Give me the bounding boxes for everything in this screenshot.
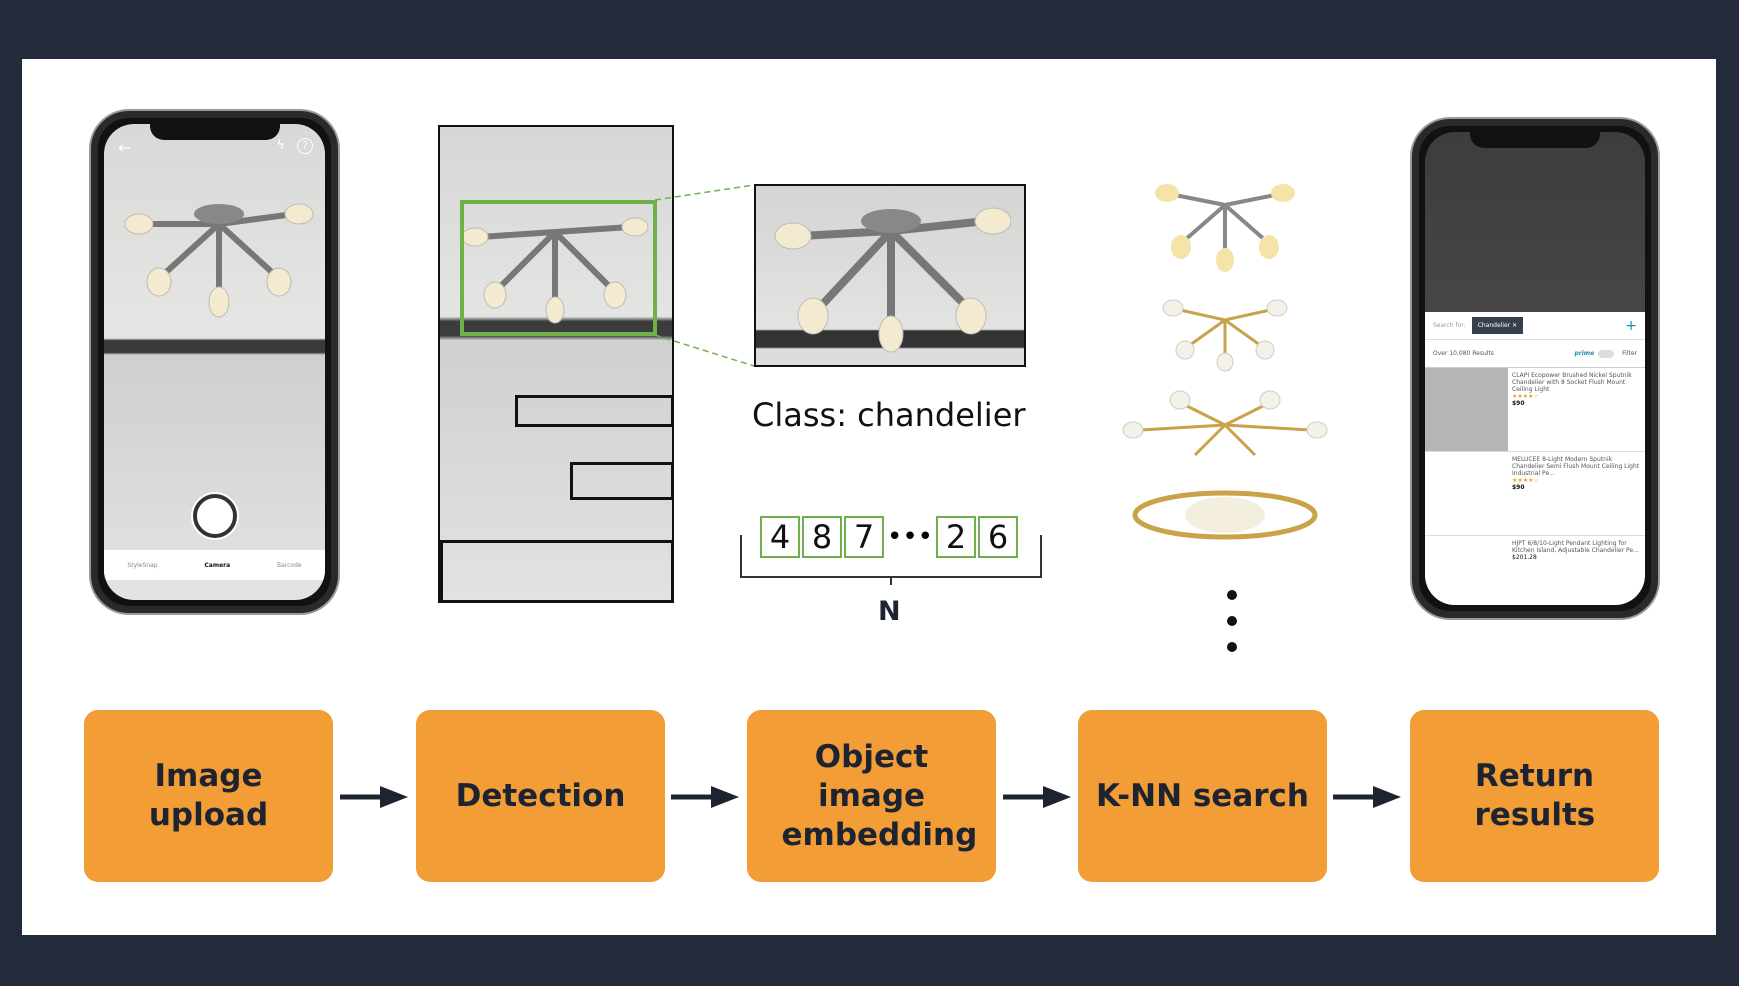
result-price: $90 <box>1512 400 1525 407</box>
embedding-digit: 2 <box>936 516 976 558</box>
result-title: HJPT 6/8/10-Light Pendant Lighting for K… <box>1512 540 1639 554</box>
result-title: MELUCEE 8-Light Modern Sputnik Chandelie… <box>1512 456 1640 477</box>
step-knn-search: K-NN search <box>1078 710 1327 882</box>
flash-icon: ϟ <box>276 138 285 153</box>
vector-length-label: N <box>878 596 901 627</box>
filter-button[interactable]: Filter <box>1622 350 1637 357</box>
step-image-upload: Image upload <box>84 710 333 882</box>
step-object-image-embedding: Object image embedding <box>747 710 996 882</box>
more-results-dots <box>1227 590 1238 652</box>
chandelier-image <box>124 203 314 318</box>
result-item[interactable]: CLAPI Ecopower Brushed Nickel Sputnik Ch… <box>1425 368 1645 452</box>
neighbor-chandelier <box>1162 299 1288 372</box>
embedding-digit: 6 <box>978 516 1018 558</box>
result-title: CLAPI Ecopower Brushed Nickel Sputnik Ch… <box>1512 372 1632 393</box>
back-arrow-icon: ← <box>118 138 132 157</box>
step-detection: Detection <box>416 710 665 882</box>
result-item[interactable]: HJPT 6/8/10-Light Pendant Lighting for K… <box>1425 536 1645 605</box>
help-icon: ? <box>297 138 313 154</box>
tab-camera[interactable]: Camera <box>204 561 231 569</box>
arrow-right-icon <box>1003 786 1071 808</box>
embedding-digit: 8 <box>802 516 842 558</box>
camera-tab-bar: StyleSnap Camera Barcode <box>104 550 325 580</box>
query-chip[interactable]: Chandelier ✕ <box>1471 317 1524 334</box>
embedding-ellipsis: ••• <box>886 522 933 552</box>
embedding-digit: 4 <box>760 516 800 558</box>
add-icon[interactable]: + <box>1625 317 1637 334</box>
embedding-vector: 4 8 7 ••• 2 6 <box>760 516 1018 558</box>
arrow-right-icon <box>340 786 408 808</box>
shutter-button[interactable] <box>192 494 237 538</box>
knn-result-images <box>1122 184 1328 540</box>
cropped-object-image <box>754 184 1026 367</box>
detection-box-chandelier <box>460 200 657 336</box>
result-price: $90 <box>1512 484 1525 491</box>
detection-image <box>438 125 674 603</box>
search-bar: Search for: Chandelier ✕ + <box>1425 312 1645 340</box>
embedding-digit: 7 <box>844 516 884 558</box>
length-bracket <box>740 535 1042 585</box>
results-count: Over 10,080 Results <box>1433 350 1494 357</box>
detection-box <box>515 395 674 427</box>
neighbor-chandelier <box>1155 184 1295 272</box>
arrow-right-icon <box>1333 786 1401 808</box>
results-phone: Search for: Chandelier ✕ + Over 10,080 R… <box>1412 119 1658 618</box>
step-return-results: Return results <box>1410 710 1659 882</box>
results-toolbar: Over 10,080 Results prime Filter <box>1425 340 1645 368</box>
tab-stylesnap[interactable]: StyleSnap <box>127 561 158 569</box>
result-item[interactable]: MELUCEE 8-Light Modern Sputnik Chandelie… <box>1425 452 1645 536</box>
neighbor-chandelier <box>1132 490 1318 540</box>
prime-toggle[interactable]: prime <box>1574 350 1595 357</box>
class-label: Class: chandelier <box>752 396 1026 434</box>
arrow-right-icon <box>671 786 739 808</box>
detection-box <box>570 462 674 500</box>
neighbor-chandelier <box>1122 390 1328 457</box>
camera-phone: ← ϟ ? StyleSnap Camera Barcode <box>91 111 338 613</box>
result-price: $201.28 <box>1512 554 1537 561</box>
toggle-switch[interactable] <box>1598 349 1615 358</box>
tab-barcode[interactable]: Barcode <box>276 561 302 569</box>
detection-box <box>440 540 674 603</box>
search-for-label: Search for: <box>1433 322 1466 329</box>
